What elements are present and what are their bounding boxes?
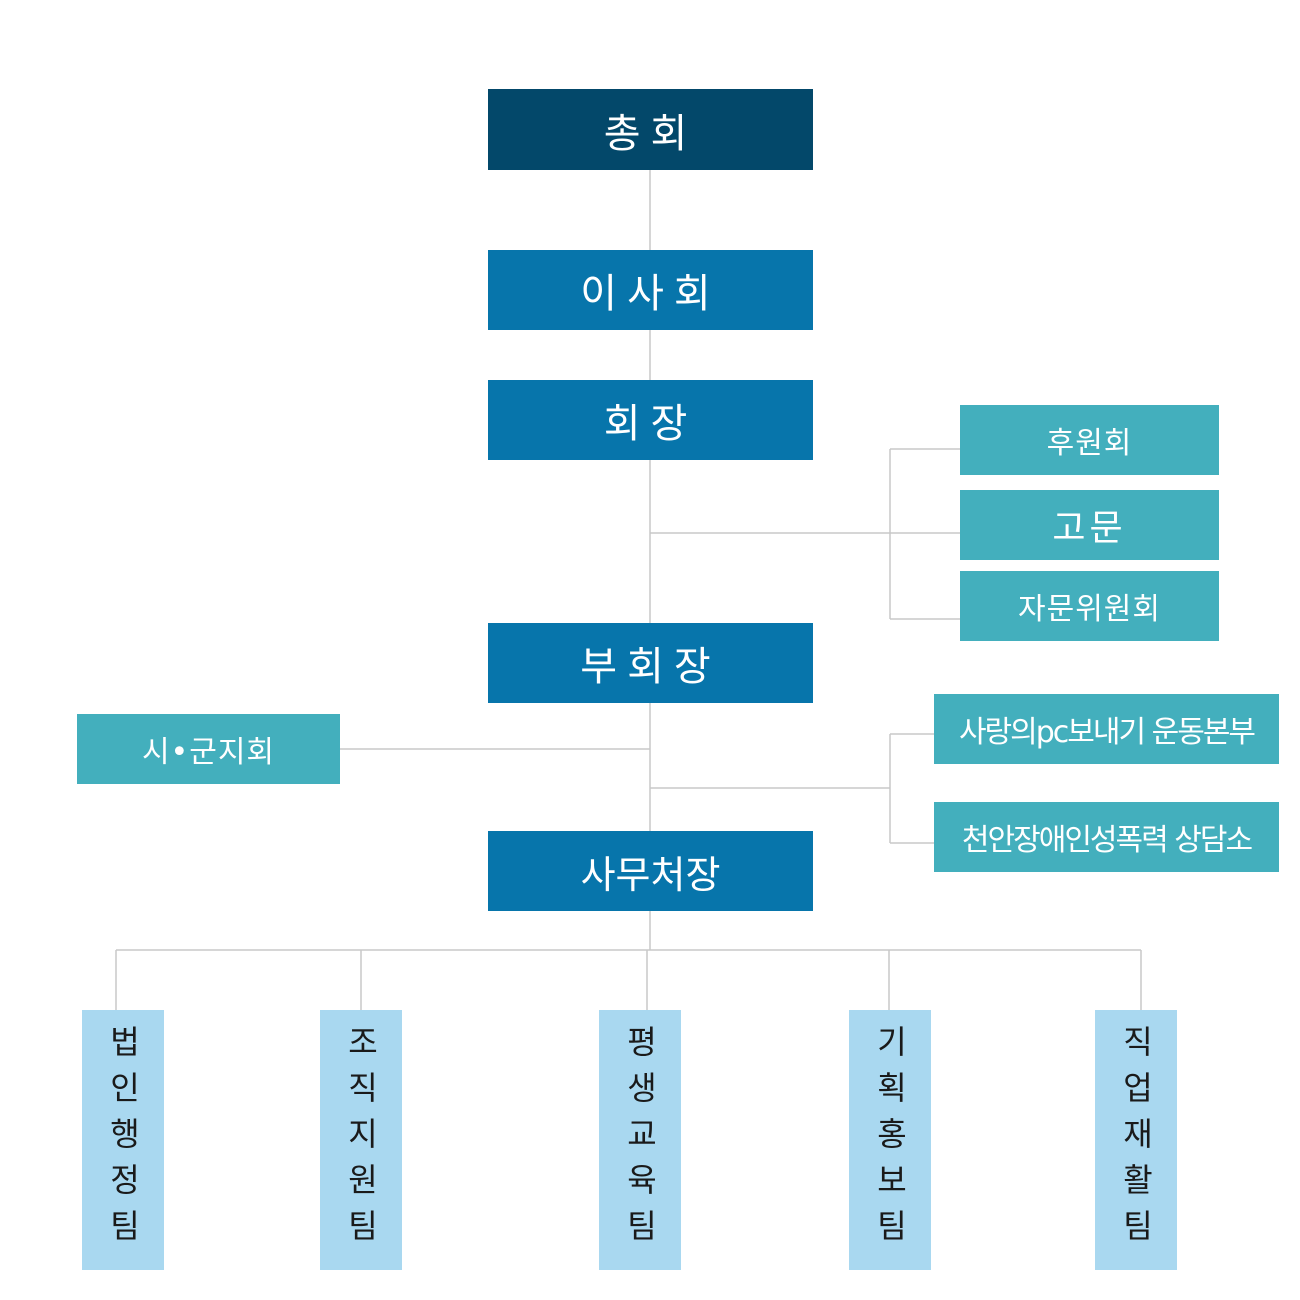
node-city-branches-label: 시•군지회 bbox=[141, 735, 276, 770]
node-board-label: 이사회 bbox=[580, 271, 721, 317]
node-advisory-committee-label: 자문위원회 bbox=[1018, 592, 1161, 627]
team-vocational-rehab-label: 직업재활팀 bbox=[1117, 1025, 1155, 1255]
node-supporters: 후원회 bbox=[960, 405, 1219, 475]
team-lifelong-education: 평생교육팀 bbox=[599, 1010, 681, 1270]
node-vice-chairman-label: 부회장 bbox=[580, 644, 721, 690]
node-general-assembly: 총회 bbox=[488, 89, 813, 170]
node-pc-campaign: 사랑의pc보내기 운동본부 bbox=[934, 694, 1279, 764]
node-counseling-center: 천안장애인성폭력 상담소 bbox=[934, 802, 1279, 872]
node-city-branches: 시•군지회 bbox=[77, 714, 340, 784]
team-planning-pr: 기획홍보팀 bbox=[849, 1010, 931, 1270]
node-chairman: 회장 bbox=[488, 380, 813, 460]
node-advisor-label: 고문 bbox=[1052, 508, 1127, 549]
node-advisory-committee: 자문위원회 bbox=[960, 571, 1219, 641]
node-general-assembly-label: 총회 bbox=[603, 110, 698, 157]
node-pc-campaign-label: 사랑의pc보내기 운동본부 bbox=[958, 715, 1256, 750]
node-chairman-label: 회장 bbox=[603, 401, 698, 447]
node-advisor: 고문 bbox=[960, 490, 1219, 560]
node-supporters-label: 후원회 bbox=[1046, 426, 1133, 461]
team-lifelong-education-label: 평생교육팀 bbox=[621, 1025, 659, 1255]
team-vocational-rehab: 직업재활팀 bbox=[1095, 1010, 1177, 1270]
team-legal-admin-label: 법인행정팀 bbox=[104, 1025, 142, 1255]
node-vice-chairman: 부회장 bbox=[488, 623, 813, 703]
node-secretary-general: 사무처장 bbox=[488, 831, 813, 911]
team-organization-support: 조직지원팀 bbox=[320, 1010, 402, 1270]
node-secretary-general-label: 사무처장 bbox=[580, 852, 721, 897]
team-legal-admin: 법인행정팀 bbox=[82, 1010, 164, 1270]
team-planning-pr-label: 기획홍보팀 bbox=[871, 1025, 909, 1255]
node-board: 이사회 bbox=[488, 250, 813, 330]
team-organization-support-label: 조직지원팀 bbox=[342, 1025, 380, 1255]
node-counseling-center-label: 천안장애인성폭력 상담소 bbox=[961, 823, 1253, 858]
